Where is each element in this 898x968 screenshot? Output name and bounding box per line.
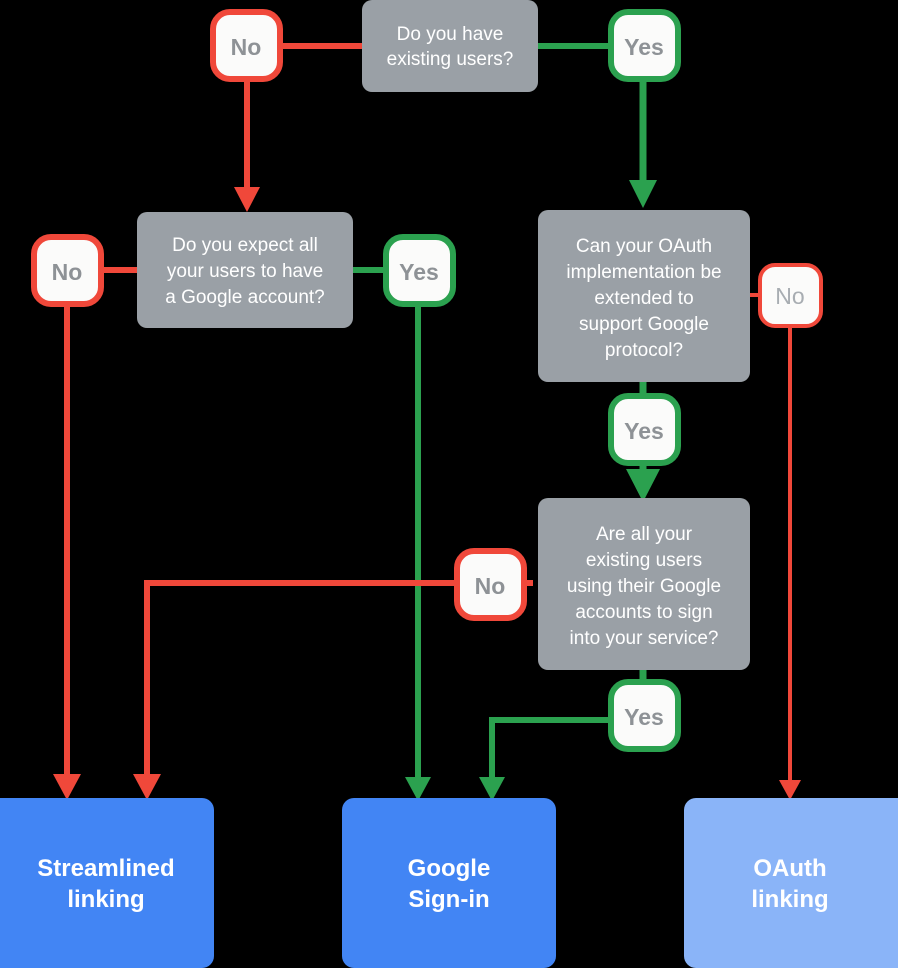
edge-yes4-elbow (489, 717, 613, 780)
arrowhead-yes3-to-q4 (626, 469, 660, 502)
result-streamlined-linking-line-1: linking (67, 886, 144, 913)
arrowhead-no3-to-oauth (779, 780, 801, 800)
decision-google-account[interactable]: Do you expect all your users to have a G… (137, 212, 353, 328)
result-oauth-linking-line-0: OAuth (753, 855, 826, 882)
arrowhead-yes2-to-signin (405, 777, 431, 801)
arrowhead-yes4-to-signin (479, 777, 505, 801)
answer-labels: No Yes No Yes No (31, 9, 823, 752)
decision-google-accounts-signin-line-1: existing users (586, 550, 702, 571)
label-no-oauth-extend[interactable]: No (758, 263, 823, 328)
arrowhead-no2-to-streamlined (53, 774, 81, 800)
decision-google-accounts-signin-line-0: Are all your (596, 524, 693, 545)
decision-google-accounts-signin-line-4: into your service? (570, 628, 719, 649)
result-boxes: Streamlined linking Google Sign-in OAuth… (0, 798, 898, 968)
decision-boxes: Do you have existing users? Do you expec… (137, 0, 750, 670)
result-streamlined-linking-line-0: Streamlined (37, 855, 174, 882)
arrowhead-yes1-to-q3 (629, 180, 657, 208)
label-yes-oauth-extend[interactable]: Yes (608, 393, 681, 466)
decision-oauth-extend[interactable]: Can your OAuth implementation be extende… (538, 210, 750, 382)
decision-oauth-extend-line-2: extended to (594, 288, 693, 309)
decision-google-accounts-signin-line-3: accounts to sign (575, 602, 712, 623)
decision-oauth-extend-line-3: support Google (579, 314, 709, 335)
decision-oauth-extend-line-1: implementation be (566, 262, 721, 283)
result-google-signin-line-1: Sign-in (408, 886, 489, 913)
edge-no4-elbow (144, 580, 462, 777)
label-yes-oauth-extend-text: Yes (624, 418, 664, 444)
decision-oauth-extend-line-4: protocol? (605, 340, 683, 361)
label-no-google-account-text: No (52, 259, 83, 285)
result-google-signin-line-0: Google (408, 855, 491, 882)
arrowhead-no4-to-streamlined (133, 774, 161, 800)
label-yes-existing-users[interactable]: Yes (608, 9, 681, 82)
label-no-existing-users-text: No (231, 34, 262, 60)
label-yes-google-account-text: Yes (399, 259, 439, 285)
arrowhead-no1-to-q2 (234, 187, 260, 212)
result-streamlined-linking[interactable]: Streamlined linking (0, 798, 214, 968)
label-yes-google-account[interactable]: Yes (383, 234, 456, 307)
decision-google-account-line-2: a Google account? (165, 287, 325, 308)
label-no-google-accounts-signin-text: No (475, 573, 506, 599)
decision-existing-users-line-1: existing users? (387, 49, 514, 70)
connectors (53, 43, 801, 801)
decision-existing-users[interactable]: Do you have existing users? (362, 0, 538, 92)
decision-google-accounts-signin-line-2: using their Google (567, 576, 721, 597)
label-yes-existing-users-text: Yes (624, 34, 664, 60)
decision-google-account-line-1: your users to have (167, 261, 323, 282)
label-no-existing-users[interactable]: No (210, 9, 283, 82)
decision-google-account-line-0: Do you expect all (172, 235, 318, 256)
label-yes-google-accounts-signin-text: Yes (624, 704, 664, 730)
result-google-signin[interactable]: Google Sign-in (342, 798, 556, 968)
label-no-google-accounts-signin[interactable]: No (454, 548, 527, 621)
label-yes-google-accounts-signin[interactable]: Yes (608, 679, 681, 752)
result-oauth-linking[interactable]: OAuth linking (684, 798, 898, 968)
label-no-oauth-extend-text: No (775, 283, 804, 309)
result-oauth-linking-line-1: linking (751, 886, 828, 913)
decision-oauth-extend-line-0: Can your OAuth (576, 236, 712, 257)
decision-existing-users-line-0: Do you have (397, 24, 504, 45)
label-no-google-account[interactable]: No (31, 234, 104, 307)
decision-google-accounts-signin[interactable]: Are all your existing users using their … (538, 498, 750, 670)
